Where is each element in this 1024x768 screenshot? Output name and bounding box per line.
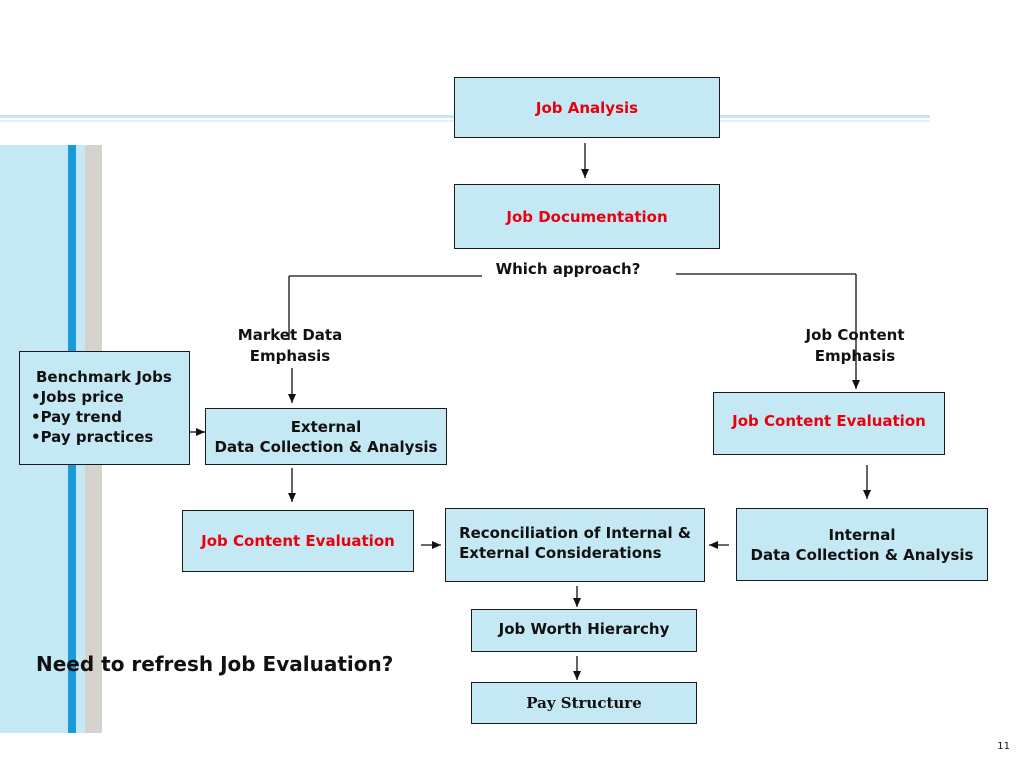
internal-analysis-box: Internal Data Collection & Analysis [736, 508, 988, 581]
benchmark-item: Pay practices [31, 427, 172, 447]
refresh-question: Need to refresh Job Evaluation? [36, 652, 394, 676]
job-worth-hierarchy-label: Job Worth Hierarchy [498, 620, 670, 638]
job-content-emphasis-label: Job Content Emphasis [805, 326, 905, 365]
pay-structure-label: Pay Structure [526, 694, 642, 712]
benchmark-item: Jobs price [31, 387, 172, 407]
benchmark-jobs-box: Benchmark Jobs Jobs price Pay trend Pay … [19, 351, 190, 465]
job-content-evaluation-right-label: Job Content Evaluation [732, 411, 926, 430]
external-analysis-label: External Data Collection & Analysis [214, 417, 438, 456]
reconciliation-box: Reconciliation of Internal & External Co… [445, 508, 705, 582]
reconciliation-label: Reconciliation of Internal & External Co… [459, 524, 691, 562]
internal-analysis-label: Internal Data Collection & Analysis [750, 525, 974, 564]
job-content-evaluation-left-label: Job Content Evaluation [201, 532, 395, 550]
job-content-evaluation-left-box: Job Content Evaluation [182, 510, 414, 572]
market-data-emphasis-label: Market Data Emphasis [237, 326, 343, 365]
job-analysis-box: Job Analysis [454, 77, 720, 138]
job-worth-hierarchy-box: Job Worth Hierarchy [471, 609, 697, 652]
benchmark-item: Pay trend [31, 407, 172, 427]
benchmark-jobs-title: Benchmark Jobs [36, 368, 172, 386]
external-analysis-box: External Data Collection & Analysis [205, 408, 447, 465]
approach-question: Which approach? [495, 260, 641, 278]
job-analysis-label: Job Analysis [535, 98, 639, 117]
job-content-evaluation-right-box: Job Content Evaluation [713, 392, 945, 455]
benchmark-jobs-list: Jobs price Pay trend Pay practices [31, 387, 172, 447]
page-number: 11 [997, 741, 1010, 752]
pay-structure-box: Pay Structure [471, 682, 697, 724]
job-documentation-label: Job Documentation [506, 207, 668, 226]
job-documentation-box: Job Documentation [454, 184, 720, 249]
